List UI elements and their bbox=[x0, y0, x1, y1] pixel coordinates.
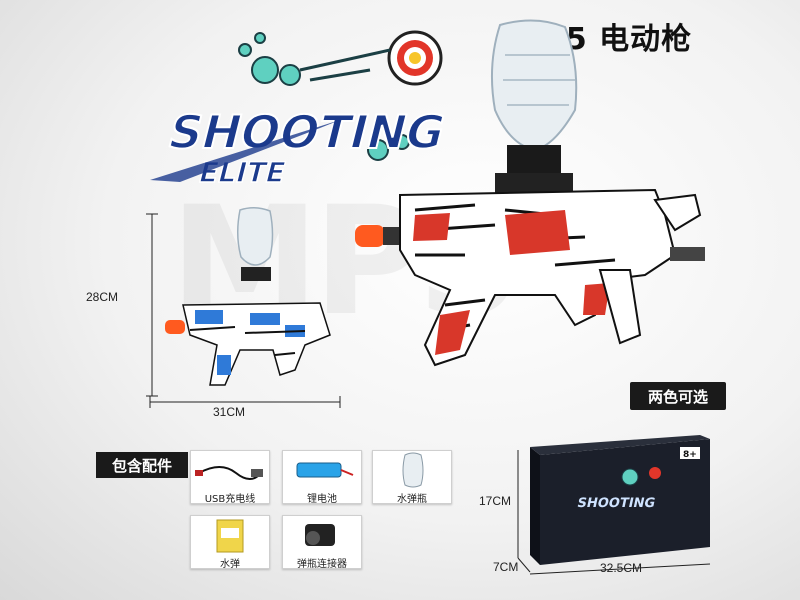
logo-line1: SHOOTING bbox=[163, 107, 451, 160]
accessory-label: 锂电池 bbox=[307, 494, 337, 505]
accessory-card: 水弹 bbox=[190, 515, 270, 570]
accessory-card: 水弹瓶 bbox=[372, 450, 452, 505]
accessory-label: 弹瓶连接器 bbox=[297, 559, 347, 570]
ammo-bottle-icon bbox=[490, 19, 578, 152]
small-gun-height-label: 28CM bbox=[86, 290, 119, 304]
box-age-badge: 8+ bbox=[683, 450, 697, 460]
box-depth-label: 7CM bbox=[493, 560, 519, 574]
accessories-header: 包含配件 bbox=[96, 452, 188, 478]
accessory-label: USB充电线 bbox=[204, 494, 256, 505]
accessory-card: 锂电池 bbox=[282, 450, 362, 505]
ammo-bottle-icon bbox=[402, 452, 424, 488]
product-box: SHOOTING 8+ bbox=[530, 435, 710, 565]
box-logo: SHOOTING bbox=[576, 496, 657, 511]
box-width-label: 32.5CM bbox=[600, 561, 643, 575]
molecule-icon bbox=[238, 32, 410, 161]
color-options-badge: 两色可选 bbox=[630, 382, 726, 410]
box-dimensions bbox=[517, 450, 711, 575]
shooting-elite-logo: SHOOTING ELITE bbox=[150, 30, 451, 190]
small-gun-dimensions bbox=[146, 213, 341, 408]
box-height-label: 17CM bbox=[479, 494, 512, 508]
ammo-pack-icon bbox=[216, 519, 244, 553]
usb-cable-icon bbox=[195, 466, 263, 480]
battery-icon bbox=[296, 462, 354, 478]
connector-icon bbox=[305, 524, 335, 546]
accessory-label: 水弹 bbox=[220, 559, 240, 570]
small-gun-width-label: 31CM bbox=[213, 405, 246, 419]
large-gun-red bbox=[355, 19, 705, 367]
accessory-card: USB充电线 bbox=[190, 450, 270, 505]
small-gun-blue bbox=[165, 207, 331, 386]
target-icon bbox=[387, 30, 443, 86]
accessory-card: 弹瓶连接器 bbox=[282, 515, 362, 570]
accessory-label: 水弹瓶 bbox=[397, 494, 427, 505]
